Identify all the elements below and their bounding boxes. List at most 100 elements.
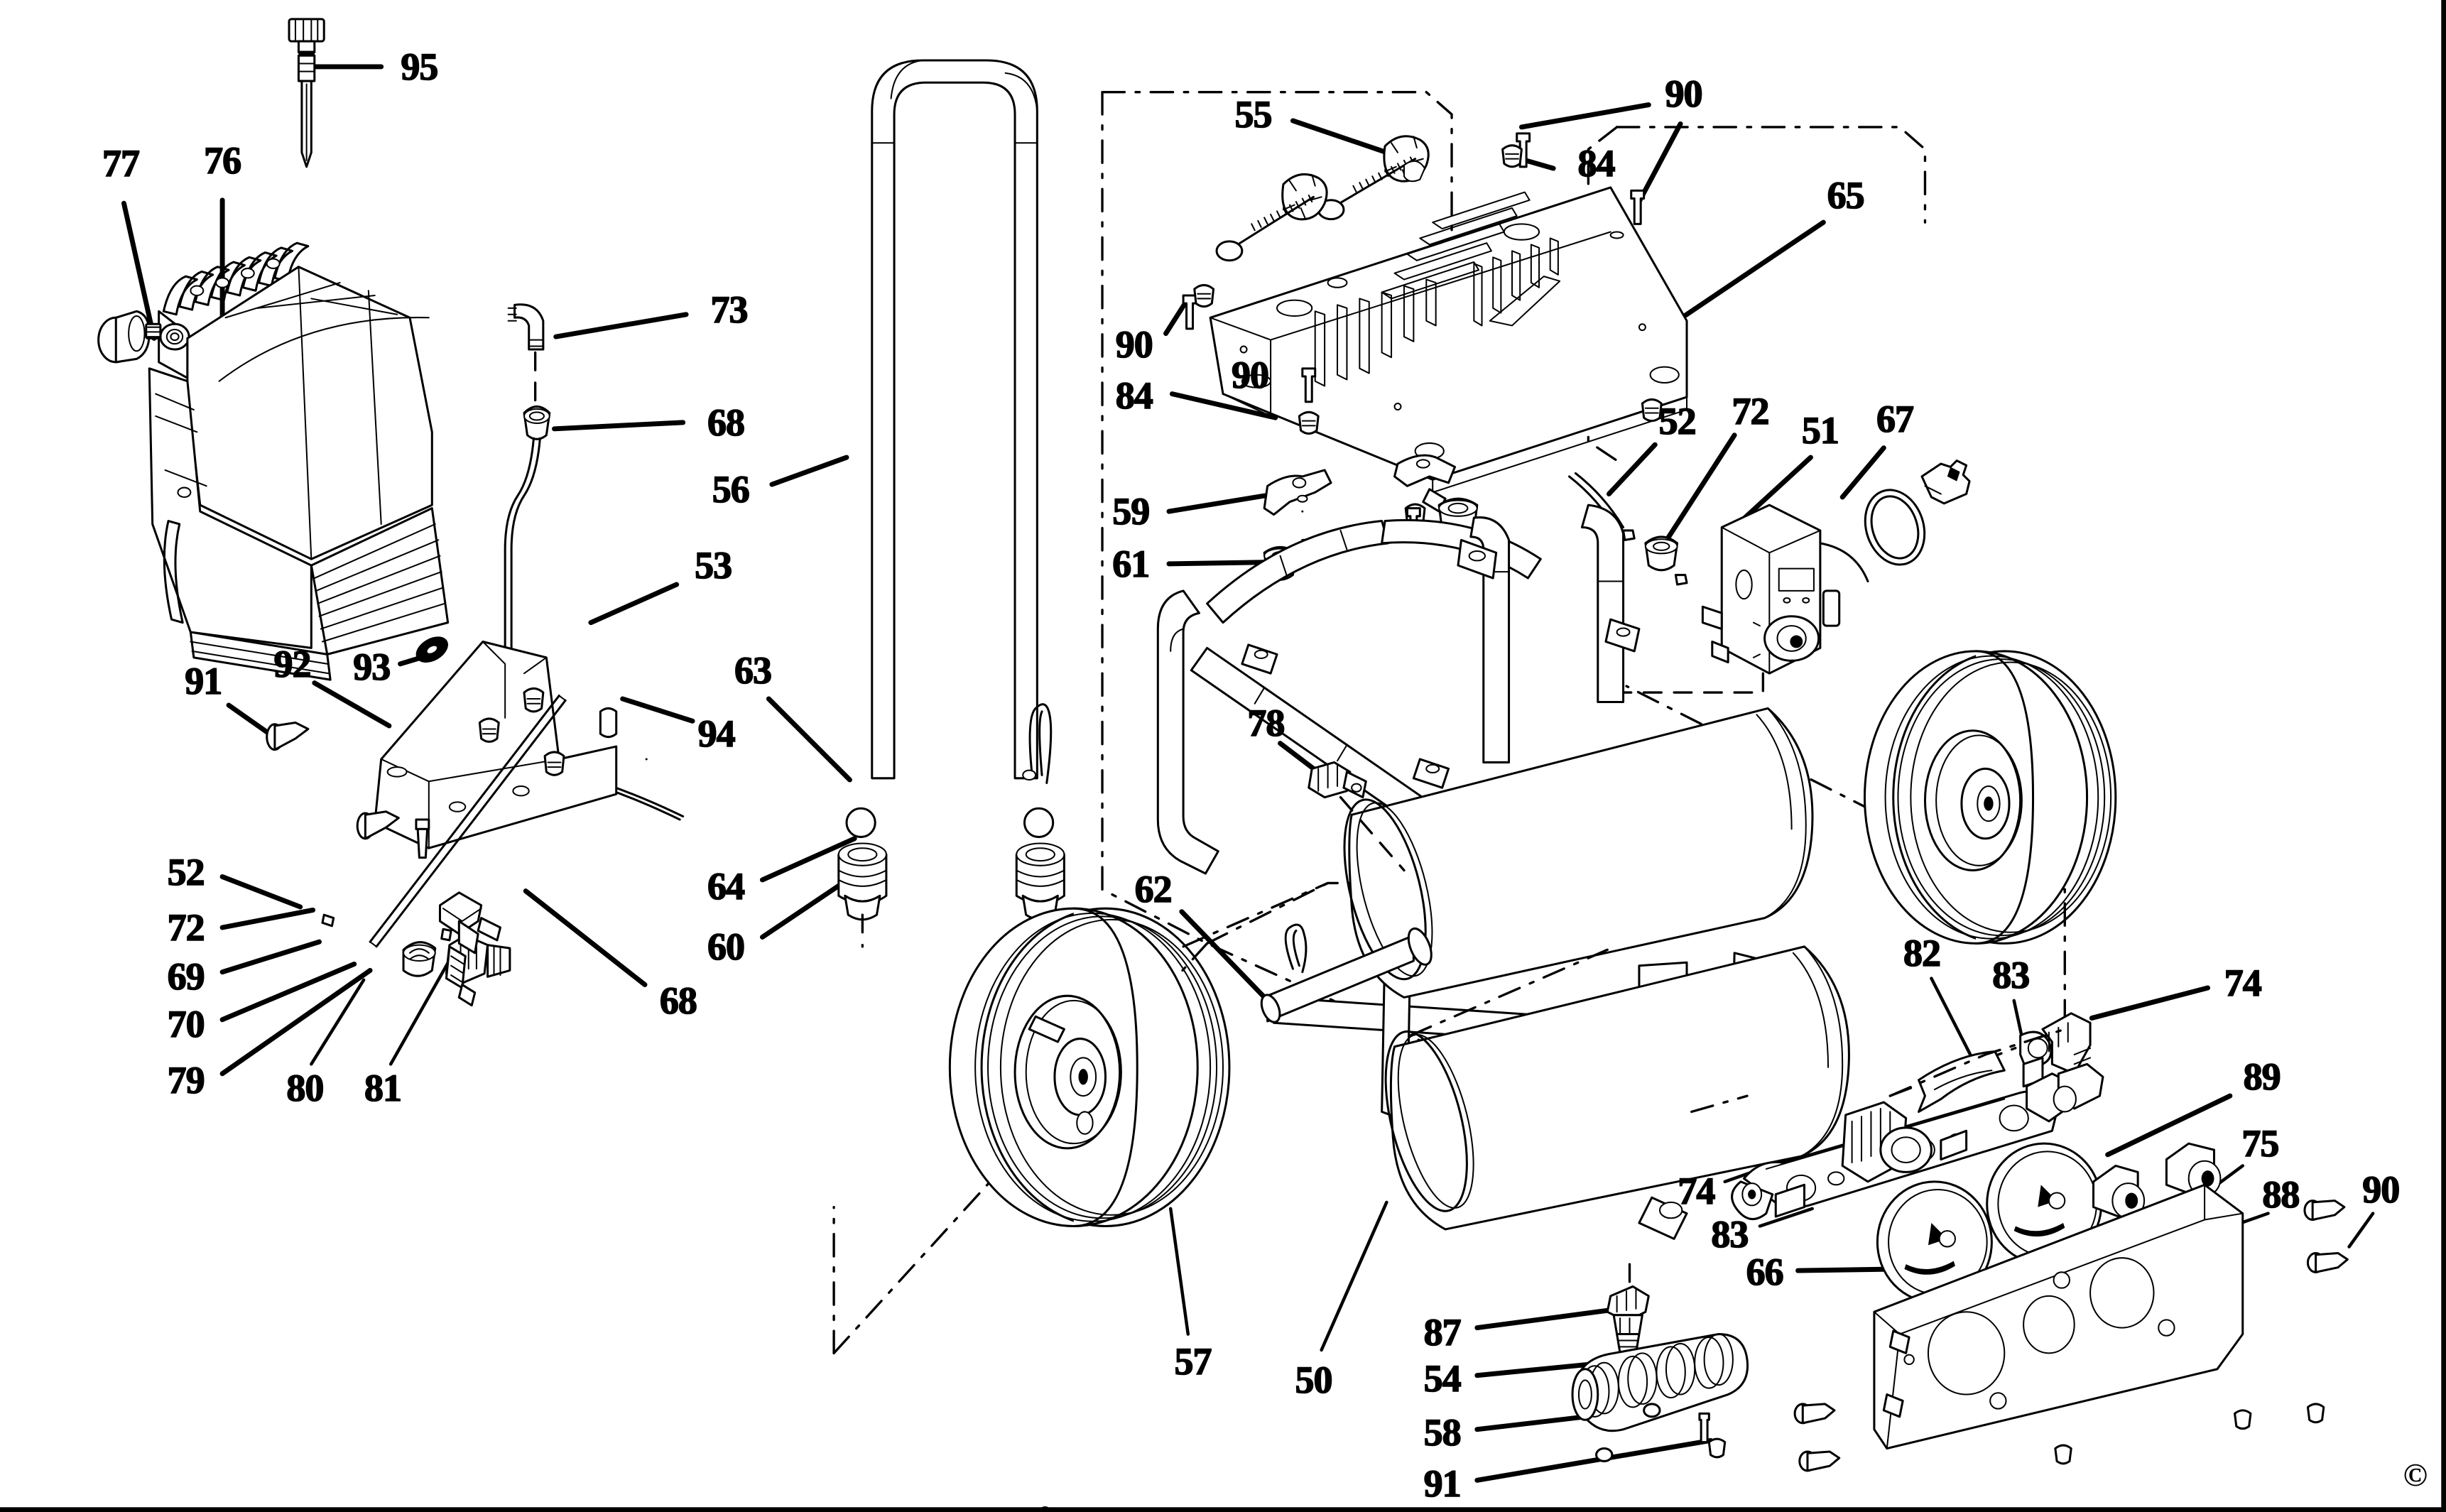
part-elbow-74-right bbox=[2041, 1012, 2092, 1075]
part-knob-bolt-55-b bbox=[1215, 173, 1328, 262]
part-rod-52-left bbox=[369, 695, 567, 948]
callout-91: 91 bbox=[184, 660, 223, 703]
callout-84: 84 bbox=[1577, 142, 1616, 185]
callout-67: 67 bbox=[1876, 398, 1915, 441]
callout-90: 90 bbox=[1665, 72, 1704, 115]
part-fitting-78 bbox=[1308, 761, 1367, 799]
callout-61: 61 bbox=[1111, 542, 1151, 585]
part-oring-72-right bbox=[1622, 529, 1636, 541]
part-pressure-switch-51 bbox=[1701, 504, 1841, 675]
callout-88: 88 bbox=[2262, 1173, 2301, 1216]
part-coupler-75-a bbox=[2092, 1164, 2146, 1219]
callout-93: 93 bbox=[352, 646, 391, 689]
part-bracket-59b bbox=[1393, 454, 1479, 538]
part-washer-64b bbox=[1023, 807, 1055, 839]
part-valve-81 bbox=[438, 891, 501, 1007]
callout-60: 60 bbox=[707, 925, 746, 968]
callout-53: 53 bbox=[694, 544, 733, 587]
leader-lines bbox=[121, 64, 2375, 1483]
callout-81: 81 bbox=[364, 1066, 403, 1109]
part-washer-72left2 bbox=[321, 913, 335, 928]
callout-79: 79 bbox=[167, 1058, 206, 1102]
callout-83: 83 bbox=[1991, 954, 2031, 997]
callout-54: 54 bbox=[1423, 1357, 1462, 1400]
callout-91: 91 bbox=[1423, 1462, 1462, 1505]
part-panel-88 bbox=[1873, 1183, 2244, 1450]
callout-83: 83 bbox=[1711, 1212, 1750, 1256]
part-cord-plug-67 bbox=[1864, 459, 1971, 566]
callout-82: 82 bbox=[1903, 931, 1942, 974]
callout-56: 56 bbox=[712, 467, 751, 511]
callout-90: 90 bbox=[1231, 353, 1270, 396]
callout-89: 89 bbox=[2243, 1055, 2282, 1099]
callout-75: 75 bbox=[2241, 1122, 2281, 1165]
motor-pump-assembly-76 bbox=[148, 241, 450, 681]
callout-77: 77 bbox=[102, 142, 141, 185]
part-coupler-75-b bbox=[2165, 1142, 2222, 1197]
assembly-boundary-right bbox=[1625, 685, 2066, 1097]
manifold-boundary-2 bbox=[1690, 1094, 1749, 1114]
part-handle-56 bbox=[871, 59, 1038, 780]
part-bolt-91-lower bbox=[356, 810, 400, 840]
callout-73: 73 bbox=[710, 288, 749, 332]
part-plug-60b bbox=[1015, 842, 1065, 921]
callout-52: 52 bbox=[167, 850, 206, 893]
part-screw-94-vert bbox=[415, 818, 430, 859]
part-bracket-92 bbox=[374, 640, 618, 849]
callout-50: 50 bbox=[1295, 1359, 1334, 1402]
part-cap-77 bbox=[97, 310, 162, 364]
callout-57: 57 bbox=[1174, 1339, 1213, 1383]
part-oring-70 bbox=[440, 928, 452, 942]
callout-90: 90 bbox=[1115, 323, 1154, 366]
callout-78: 78 bbox=[1247, 701, 1286, 744]
callout-84: 84 bbox=[1115, 374, 1154, 417]
part-manifold-89 bbox=[1731, 1062, 2104, 1220]
callout-74: 74 bbox=[2224, 962, 2263, 1005]
callout-80: 80 bbox=[286, 1066, 325, 1109]
callout-64: 64 bbox=[707, 864, 746, 908]
part-coil-hose-54 bbox=[1571, 1333, 1749, 1432]
part-gauge-66-a bbox=[1876, 1180, 1993, 1304]
callout-66: 66 bbox=[1746, 1251, 1785, 1294]
part-nut-68 bbox=[523, 406, 551, 440]
callout-59: 59 bbox=[1111, 490, 1151, 533]
part-dipstick-95 bbox=[288, 18, 325, 168]
callout-62: 62 bbox=[1134, 868, 1173, 911]
part-nut-52-right bbox=[1644, 535, 1679, 572]
callout-58: 58 bbox=[1423, 1411, 1462, 1454]
callout-72: 72 bbox=[167, 906, 206, 950]
part-nut-69 bbox=[402, 941, 437, 977]
callout-87: 87 bbox=[1423, 1311, 1462, 1354]
switch-mount-axis bbox=[1609, 672, 1765, 694]
part-tank-upper-50 bbox=[1343, 707, 1814, 999]
part-drain-port bbox=[1638, 1196, 1688, 1240]
callout-94: 94 bbox=[697, 712, 736, 756]
part-hose-clip-82 bbox=[1918, 1050, 2006, 1113]
fasteners-near-panel-88 bbox=[1793, 1200, 2349, 1472]
part-axle-62 bbox=[1260, 923, 1433, 1023]
part-shroud-plate-65 bbox=[1209, 126, 1927, 494]
copyright-mark: © bbox=[2403, 1457, 2428, 1493]
callout-72: 72 bbox=[1732, 390, 1771, 433]
cord-67 bbox=[1819, 542, 1869, 583]
callout-68: 68 bbox=[707, 401, 746, 444]
part-pin-63-upper bbox=[1022, 703, 1053, 785]
part-elbow-73 bbox=[507, 303, 545, 351]
part-plug-60 bbox=[837, 842, 888, 921]
part-wheel-57-left bbox=[948, 907, 1231, 1227]
callout-90: 90 bbox=[2361, 1168, 2401, 1212]
part-clip-55-small bbox=[1403, 160, 1426, 183]
callout-95: 95 bbox=[401, 45, 440, 88]
callout-69: 69 bbox=[167, 955, 206, 999]
part-bolt-91-upper bbox=[266, 722, 310, 751]
part-oring-93 bbox=[415, 636, 448, 663]
callout-74: 74 bbox=[1678, 1170, 1717, 1213]
callout-65: 65 bbox=[1827, 174, 1866, 217]
fastener-58-91 bbox=[1595, 1403, 1727, 1462]
callout-76: 76 bbox=[203, 138, 242, 182]
callout-52: 52 bbox=[1658, 399, 1697, 442]
tank-box-a bbox=[1205, 881, 1330, 945]
callout-92: 92 bbox=[273, 642, 312, 685]
